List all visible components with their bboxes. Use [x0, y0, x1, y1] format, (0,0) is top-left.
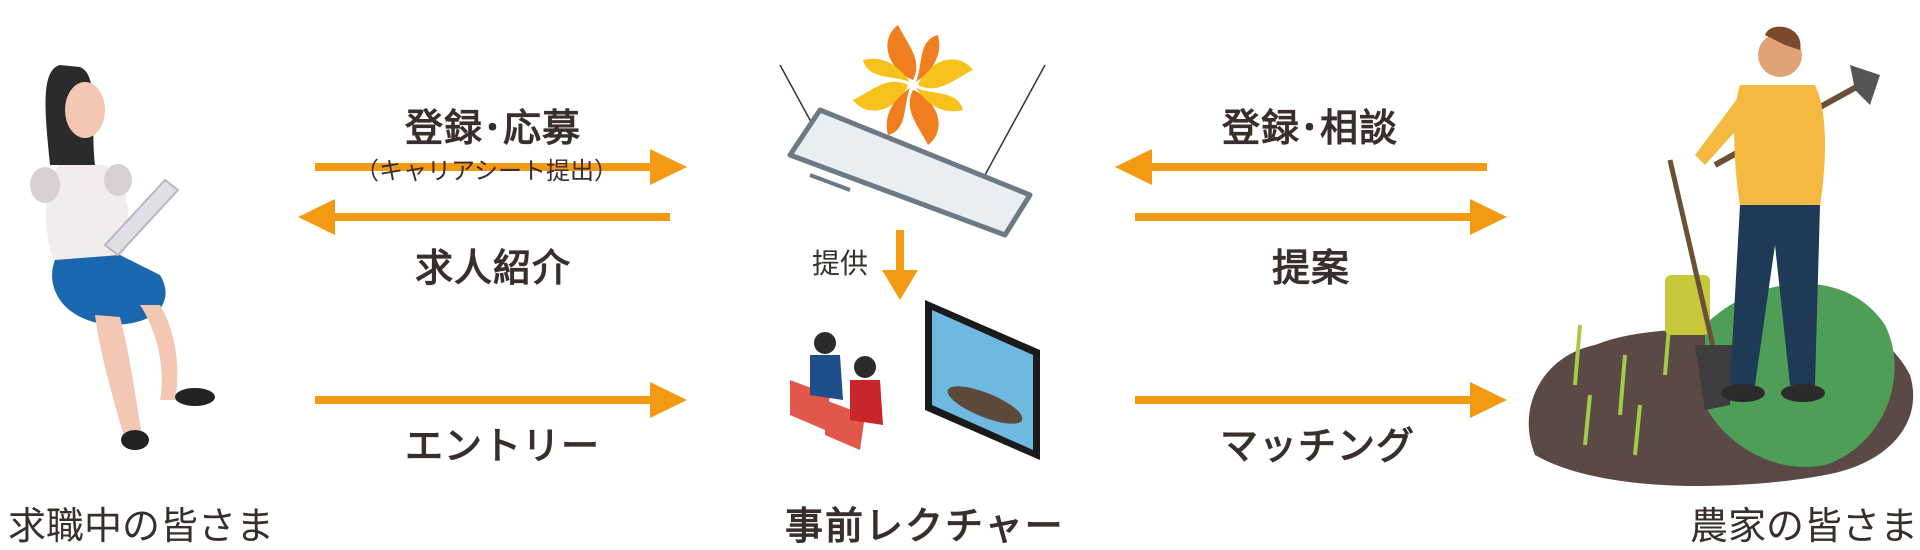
lecture-illustration: [790, 300, 1040, 460]
arrow-entry: [315, 382, 687, 418]
label-job-intro: 求人紹介: [415, 246, 572, 290]
label-register-consult: 登録･相談: [1222, 106, 1399, 150]
label-register-apply-sub: （キャリアシート提出）: [355, 157, 619, 185]
label-entry: エントリー: [405, 424, 601, 468]
arrow-proposal: [1135, 199, 1507, 235]
smartphone-illustration: [779, 64, 1046, 238]
label-provide: 提供: [812, 247, 869, 280]
caption-pre-lecture: 事前レクチャー: [785, 504, 1065, 548]
job-seeker-illustration: [30, 65, 215, 450]
caption-job-seekers: 求職中の皆さま: [8, 504, 275, 548]
label-proposal: 提案: [1272, 246, 1351, 290]
label-register-apply: 登録･応募: [405, 106, 582, 150]
arrow-register-consult: [1115, 149, 1487, 185]
arrow-matching: [1135, 382, 1507, 418]
arrow-provide: [882, 230, 918, 300]
farmer-illustration: [1528, 26, 1914, 487]
arrow-job-intro: [298, 199, 670, 235]
logo-icon: [853, 25, 973, 145]
label-matching: マッチング: [1220, 424, 1416, 468]
arrow-register-apply: [315, 149, 687, 185]
caption-farmers: 農家の皆さま: [1690, 504, 1919, 548]
